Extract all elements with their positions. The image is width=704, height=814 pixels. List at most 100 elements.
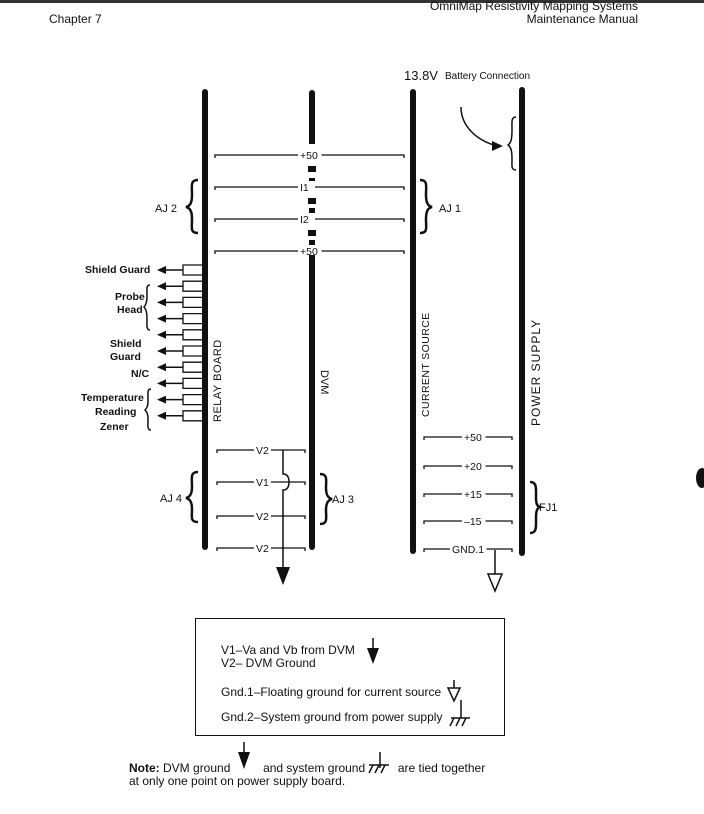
relay-pin-9: [182, 410, 202, 422]
relay-label-head: Head: [117, 304, 143, 316]
legend-box: [195, 618, 505, 736]
note-line2: at only one point on power supply board.: [129, 774, 346, 788]
aj4-label: AJ 4: [160, 493, 182, 505]
legend-v1: V1–Va and Vb from DVM: [221, 643, 355, 657]
relay-label-guard: Guard: [110, 351, 141, 363]
relay-pin-5: [182, 345, 202, 357]
dvm-ground-arrow-icon: [276, 567, 290, 585]
relay-pin-4: [182, 329, 202, 341]
aj-signal-3-label-bg: [298, 245, 322, 255]
aj2-brace: [185, 178, 199, 235]
aj2-label: AJ 2: [155, 203, 177, 215]
relay-output-arrow-icon-3: [157, 314, 166, 323]
relay-output-arrow-icon-5: [157, 347, 166, 355]
dvm-signal-1-label-bg: [254, 476, 271, 486]
aj1-brace: [419, 178, 433, 235]
power-supply-label: POWER SUPPLY: [529, 319, 543, 426]
dvm-board-label: DVM: [318, 370, 330, 394]
battery-voltage-label: 13.8V: [404, 68, 438, 83]
footnote: Note: DVM ground and system ground are t…: [129, 762, 485, 788]
relay-output-arrow-icon-4: [157, 330, 166, 339]
relay-output-arrow-icon-2: [157, 298, 166, 307]
note-part3: are tied together: [397, 761, 486, 775]
relay-pin-1: [182, 280, 202, 292]
relay-pin-3: [182, 312, 202, 325]
legend-floating-ground-icon: [446, 687, 462, 703]
power-signal-4-label: GND.1: [452, 544, 484, 556]
dvm-signal-3-label-bg: [254, 542, 271, 552]
relay-label-probe: Probe: [115, 291, 145, 303]
aj4-brace: [185, 470, 199, 524]
legend-system-ground-icon: [449, 700, 470, 727]
battery-arrow-icon: [460, 106, 498, 147]
relay-label-temperature: Temperature: [81, 392, 144, 404]
power-signal-1-label-bg: [462, 460, 486, 470]
relay-output-arrow-icon-6: [157, 363, 166, 372]
probe-head-brace: [142, 284, 151, 331]
fj1-brace: [529, 480, 544, 535]
legend-gnd1: Gnd.1–Floating ground for current source: [221, 685, 442, 699]
dvm-signal-3-label: V2: [256, 543, 269, 555]
power-signal-0-label-bg: [462, 431, 486, 441]
relay-output-arrow-icon-9: [157, 411, 166, 420]
note-dvm-ground-icon: [238, 752, 250, 769]
battery-arrow-head-icon: [492, 141, 503, 151]
dvm-ground-trunk: [282, 450, 290, 575]
power-signal-3-label: –15: [464, 516, 482, 528]
battery-brace: [506, 116, 517, 171]
fj1-label: FJ1: [539, 502, 557, 514]
relay-output-arrow-icon-8: [157, 395, 166, 404]
relay-label-shield: Shield: [110, 338, 142, 350]
power-signal-0-label: +50: [464, 432, 482, 444]
page-top-rule: [0, 0, 704, 3]
aj-signal-1-label: I1: [300, 182, 309, 194]
legend-dvm-ground-icon: [367, 648, 379, 664]
aj-signal-3-label: +50: [300, 246, 318, 258]
note-part2: and system ground: [263, 761, 366, 775]
temperature-brace: [143, 388, 152, 431]
legend-v2: V2– DVM Ground: [221, 656, 316, 670]
aj-signal-0-label: +50: [300, 150, 318, 162]
note-bold: Note:: [129, 761, 160, 775]
chapter-label: Chapter 7: [49, 12, 102, 26]
relay-board-label: RELAY BOARD: [212, 339, 224, 422]
scan-blot: [696, 468, 704, 488]
aj3-label: AJ 3: [332, 494, 354, 506]
dvm-signal-0-label: V2: [256, 445, 269, 457]
dvm-signal-2-label-bg: [254, 510, 271, 520]
relay-label-zener: Zener: [100, 421, 129, 433]
dvm-signal-1-label: V1: [256, 477, 269, 489]
relay-label-reading: Reading: [95, 406, 136, 418]
relay-output-arrow-icon-7: [157, 379, 166, 388]
relay-output-pins: [157, 264, 202, 422]
aj3-brace: [319, 472, 333, 526]
note-part1: DVM ground: [163, 761, 231, 775]
manual-title-line1: OmniMap Resistivity Mapping Systems: [429, 0, 638, 13]
relay-pin-8: [182, 393, 202, 406]
relay-output-arrow-icon-0: [157, 266, 166, 274]
power-signal-1-label: +20: [464, 461, 482, 473]
manual-title: OmniMap Resistivity Mapping Systems Main…: [430, 0, 638, 26]
relay-pin-7: [182, 377, 202, 390]
battery-connection-label: Battery Connection: [445, 71, 530, 82]
aj-signal-0-label-bg: [298, 149, 322, 159]
power-signal-3-label-bg: [462, 515, 486, 525]
relay-pin-6: [182, 361, 202, 373]
dvm-signal-0-label-bg: [254, 444, 271, 454]
aj-signal-2-label: I2: [300, 214, 309, 226]
floating-ground-icon: [486, 573, 504, 593]
legend-gnd2: Gnd.2–System ground from power supply: [221, 710, 443, 724]
aj-signal-1-label-bg: [298, 181, 315, 191]
power-signal-2-label-bg: [462, 488, 486, 498]
power-signal-2-label: +15: [464, 489, 482, 501]
aj-signal-2-label-bg: [298, 213, 315, 223]
relay-output-arrow-icon-1: [157, 282, 166, 291]
manual-title-line2: Maintenance Manual: [526, 12, 638, 26]
aj1-label: AJ 1: [439, 203, 461, 215]
dvm-signal-2-label: V2: [256, 511, 269, 523]
relay-label-nc: N/C: [131, 368, 150, 380]
